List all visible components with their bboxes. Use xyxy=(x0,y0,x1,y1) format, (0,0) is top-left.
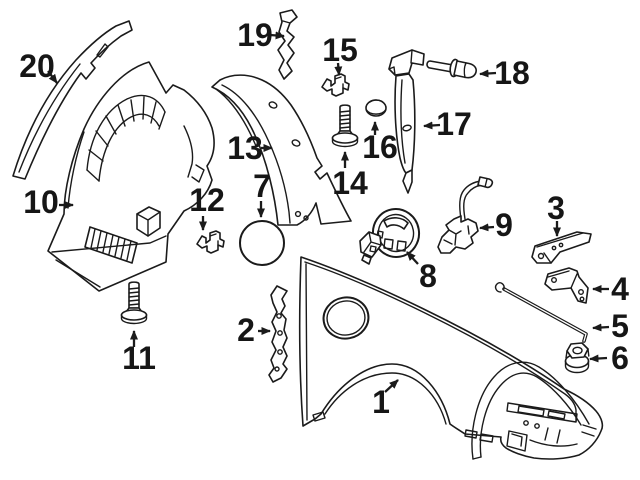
callout-13: 13 xyxy=(227,130,273,166)
fender-front-structure xyxy=(471,361,597,460)
callout-3: 3 xyxy=(547,190,565,237)
callout-9-label: 9 xyxy=(495,207,513,243)
part-11-bolt xyxy=(120,281,148,325)
callout-19-label: 19 xyxy=(237,17,273,53)
part-18-rivet-bolt xyxy=(426,58,477,79)
part-14-bolt xyxy=(331,104,359,148)
callout-16-label: 16 xyxy=(362,129,398,165)
part-17-pillar-filler xyxy=(388,49,425,194)
part-8-fuel-filler-door xyxy=(359,208,421,265)
callout-20-label: 20 xyxy=(19,48,55,84)
part-2-bracket xyxy=(268,285,288,383)
part-4-bracket xyxy=(544,267,589,304)
callout-7: 7 xyxy=(253,168,271,218)
callout-3-label: 3 xyxy=(547,190,565,226)
callout-5-label: 5 xyxy=(611,308,629,344)
callout-8: 8 xyxy=(406,251,437,294)
callout-20: 20 xyxy=(19,48,58,84)
callout-11-label: 11 xyxy=(122,340,156,376)
callout-10-label: 10 xyxy=(23,184,59,220)
callout-17: 17 xyxy=(423,106,472,142)
callout-2-label: 2 xyxy=(237,312,255,348)
part-5-support-rod xyxy=(494,282,588,343)
callout-16: 16 xyxy=(362,121,398,165)
callout-12: 12 xyxy=(189,182,225,231)
callout-5: 5 xyxy=(592,308,629,344)
callout-10: 10 xyxy=(23,184,74,220)
part-16-grommet xyxy=(365,99,387,117)
callout-4: 4 xyxy=(592,271,629,307)
callout-14-label: 14 xyxy=(332,165,368,201)
callout-6-label: 6 xyxy=(611,340,629,376)
callout-18: 18 xyxy=(479,55,530,91)
callout-12-label: 12 xyxy=(189,182,225,218)
callout-8-label: 8 xyxy=(419,258,437,294)
part-15-clip xyxy=(321,73,350,97)
callout-2: 2 xyxy=(237,312,271,348)
callout-19: 19 xyxy=(237,17,285,53)
part-13-splash-shield xyxy=(211,74,352,226)
callout-6: 6 xyxy=(589,340,629,376)
part-7-fuel-door-seal xyxy=(239,220,285,266)
callout-1: 1 xyxy=(372,379,399,420)
part-10-fender-liner xyxy=(47,61,215,292)
callout-1-label: 1 xyxy=(372,384,390,420)
callout-18-label: 18 xyxy=(494,55,530,91)
part-20-molding xyxy=(12,20,133,180)
callout-11: 11 xyxy=(122,330,156,376)
callout-15-label: 15 xyxy=(322,32,358,68)
callout-15: 15 xyxy=(322,32,358,76)
part-3-bracket xyxy=(531,231,592,264)
callout-7-label: 7 xyxy=(253,168,271,204)
part-1-fender xyxy=(298,256,604,460)
part-19-bracket xyxy=(277,9,298,80)
part-12-clip xyxy=(196,230,225,254)
callout-14: 14 xyxy=(332,151,368,201)
callout-9: 9 xyxy=(479,207,513,243)
callout-4-label: 4 xyxy=(611,271,629,307)
part-9-fuel-door-latch xyxy=(437,176,494,254)
callout-13-label: 13 xyxy=(227,130,263,166)
part-6-nut xyxy=(564,342,590,374)
callout-17-label: 17 xyxy=(436,106,472,142)
